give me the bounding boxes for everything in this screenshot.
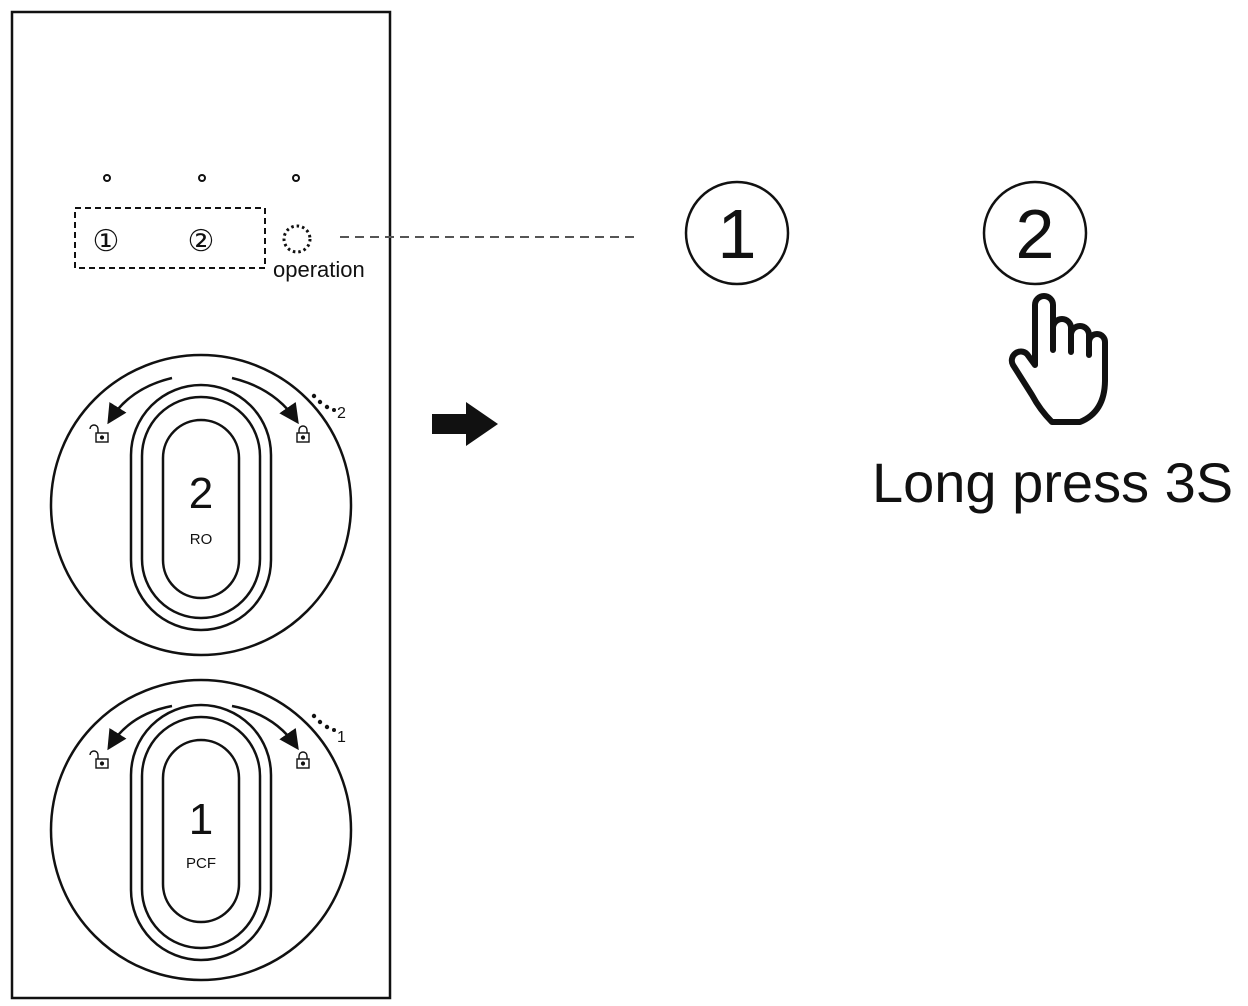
arrow-right-icon: [432, 402, 498, 446]
filter-pcf-unlock-arrow: [107, 704, 173, 751]
lock-icon: [296, 425, 310, 443]
unlock-icon: [89, 750, 109, 769]
led-indicator-1: [103, 174, 111, 182]
hand-pointer-icon: [1008, 293, 1108, 425]
filter-pcf-outer-ring: [49, 678, 353, 982]
filter-pcf-knob[interactable]: 1 1 PCF: [49, 678, 353, 982]
filter-ro-knob[interactable]: 2 2 RO: [49, 353, 353, 657]
lock-icon: [296, 751, 310, 769]
instruction-text: Long press 3S: [872, 451, 1233, 514]
indicator-button-2[interactable]: ②: [188, 224, 215, 259]
filter-pcf-lock-arrow: [231, 704, 299, 751]
filter-ro-name: RO: [190, 531, 213, 548]
step-1-circle: [684, 180, 790, 286]
filter-ro-lock-arrow: [231, 376, 299, 425]
filter-ro-number: 2: [189, 469, 213, 518]
operation-label: operation: [273, 257, 365, 282]
step-2-number: 2: [1016, 195, 1055, 273]
filter-ro-cap: [161, 418, 241, 600]
filter-ro-outer-track: [129, 383, 273, 632]
step-2-circle: [982, 180, 1088, 286]
filter-ro-outer-ring: [49, 353, 353, 657]
filter-pcf-cap: [161, 738, 241, 924]
filter-pcf-position-dots: [311, 713, 336, 732]
step-1-number: 1: [718, 195, 757, 273]
filter-ro-unlock-arrow: [107, 376, 173, 425]
operation-button[interactable]: [282, 224, 312, 254]
filter-pcf-position-mark: 1: [337, 729, 346, 746]
filter-pcf-name: PCF: [186, 855, 216, 872]
filter-pcf-inner-track: [140, 715, 262, 950]
filter-ro-position-mark: 2: [337, 405, 346, 422]
device-panel: [10, 10, 392, 1000]
led-indicator-2: [198, 174, 206, 182]
filter-ro-position-dots: [311, 393, 336, 412]
filter-ro-inner-track: [140, 395, 262, 620]
led-indicator-3: [292, 174, 300, 182]
filter-pcf-number: 1: [189, 795, 213, 844]
indicator-button-1[interactable]: ①: [93, 224, 120, 259]
unlock-icon: [89, 424, 109, 443]
indicator-group-box: [74, 207, 266, 269]
filter-pcf-outer-track: [129, 703, 273, 962]
